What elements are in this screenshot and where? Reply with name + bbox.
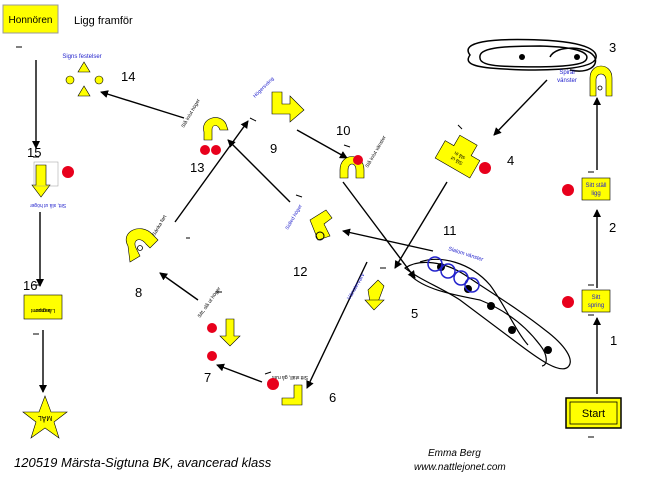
author: Emma Berg xyxy=(428,448,481,459)
svg-text:Slå in/ut vänster: Slå in/ut vänster xyxy=(364,134,388,169)
honnoren-label: Honnören xyxy=(9,15,53,26)
svg-text:Sitt: Sitt xyxy=(592,295,601,301)
number-6: 6 xyxy=(329,390,336,405)
stop-icon xyxy=(562,296,574,308)
stop-icon xyxy=(200,145,210,155)
svg-text:Sidled höger: Sidled höger xyxy=(285,203,304,231)
svg-text:tempo: tempo xyxy=(35,307,50,313)
stop-icon xyxy=(267,378,279,390)
stop-icon xyxy=(211,145,221,155)
number-3: 3 xyxy=(609,40,616,55)
ligg-framfor-label: Ligg framför xyxy=(74,15,133,27)
sign-15: Sitt, slå ut höger xyxy=(30,161,74,209)
mal-star: MÅL xyxy=(22,395,68,439)
number-2: 2 xyxy=(609,220,616,235)
course-arrows xyxy=(32,60,601,394)
mal-label: MÅL xyxy=(38,414,53,423)
cone xyxy=(487,302,495,310)
stop-icon xyxy=(479,162,491,174)
sign-7: Sitt, slå ut höger xyxy=(196,285,241,361)
sign-2-sitt-stall-ligg: Sitt ställ ligg xyxy=(562,177,611,201)
svg-text:vänster: vänster xyxy=(557,78,577,84)
sign-5-vanstervarv: Vänstervarv xyxy=(347,272,385,311)
svg-text:Sitt ställ: Sitt ställ xyxy=(585,183,606,189)
svg-text:Vänstervarv: Vänstervarv xyxy=(347,272,367,301)
stop-icon xyxy=(62,166,74,178)
svg-text:ligg: ligg xyxy=(591,191,600,197)
sign-14: Signs festelser xyxy=(62,54,104,97)
svg-text:Slå in/ut höger: Slå in/ut höger xyxy=(180,97,202,129)
sign-6: Sitt ställ, gå runt xyxy=(271,374,308,406)
number-4: 4 xyxy=(507,153,514,168)
sign-16: Långsamt tempo xyxy=(23,294,63,320)
caption: 120519 Märsta-Sigtuna BK, avancerad klas… xyxy=(14,455,272,470)
cone xyxy=(574,54,580,60)
number-15: 15 xyxy=(27,145,41,160)
svg-text:Långsamt: Långsamt xyxy=(30,307,55,314)
svg-text:Sitt, slå ut höger: Sitt, slå ut höger xyxy=(196,285,223,319)
sign-4: Slå ut slå in xyxy=(434,134,481,179)
number-12: 12 xyxy=(293,264,307,279)
number-7: 7 xyxy=(204,370,211,385)
start-sign: Start xyxy=(565,397,622,429)
stop-icon xyxy=(562,184,574,196)
number-11: 11 xyxy=(443,223,457,238)
svg-text:Spiral: Spiral xyxy=(559,70,574,76)
website: www.nattlejonet.com xyxy=(414,462,506,473)
stop-icon xyxy=(207,323,217,333)
number-9: 9 xyxy=(270,141,277,156)
position-markers xyxy=(16,46,594,438)
sign-8: Sänka fart xyxy=(125,214,169,263)
sign-13: Slå in/ut höger xyxy=(180,97,229,155)
sign-3-spiral: Spiral vänster xyxy=(557,65,613,97)
slalom-ovals xyxy=(403,258,571,370)
svg-text:Sänka fart: Sänka fart xyxy=(152,214,169,237)
svg-text:spring: spring xyxy=(588,303,604,309)
slalom-vanster-label: Slalom vänster xyxy=(447,246,484,263)
number-5: 5 xyxy=(411,306,418,321)
stop-icon xyxy=(207,351,217,361)
station-numbers: 1 2 3 4 5 6 7 8 9 10 11 12 13 14 15 16 xyxy=(23,40,617,405)
cone xyxy=(544,346,552,354)
spiral-ovals xyxy=(467,38,597,72)
honnoren-box xyxy=(2,4,59,34)
number-8: 8 xyxy=(135,285,142,300)
slalom-blue-loops xyxy=(427,256,480,293)
cone xyxy=(508,326,516,334)
number-10: 10 xyxy=(336,123,350,138)
cone xyxy=(519,54,525,60)
svg-text:Sitt, slå ut höger: Sitt, slå ut höger xyxy=(30,202,66,209)
sign-9: Högersväng xyxy=(252,76,305,123)
number-14: 14 xyxy=(121,69,135,84)
number-1: 1 xyxy=(610,333,617,348)
signs-festelser-label: Signs festelser xyxy=(62,54,101,60)
number-16: 16 xyxy=(23,278,37,293)
number-13: 13 xyxy=(190,160,204,175)
svg-text:Sitt ställ, gå runt: Sitt ställ, gå runt xyxy=(271,374,307,381)
sign-1-sitt-spring: Sitt spring xyxy=(562,289,611,313)
sign-12: Sidled höger xyxy=(285,203,333,241)
sign-10: Slå in/ut vänster xyxy=(339,134,388,179)
stop-icon xyxy=(353,155,363,165)
start-label: Start xyxy=(582,408,605,420)
